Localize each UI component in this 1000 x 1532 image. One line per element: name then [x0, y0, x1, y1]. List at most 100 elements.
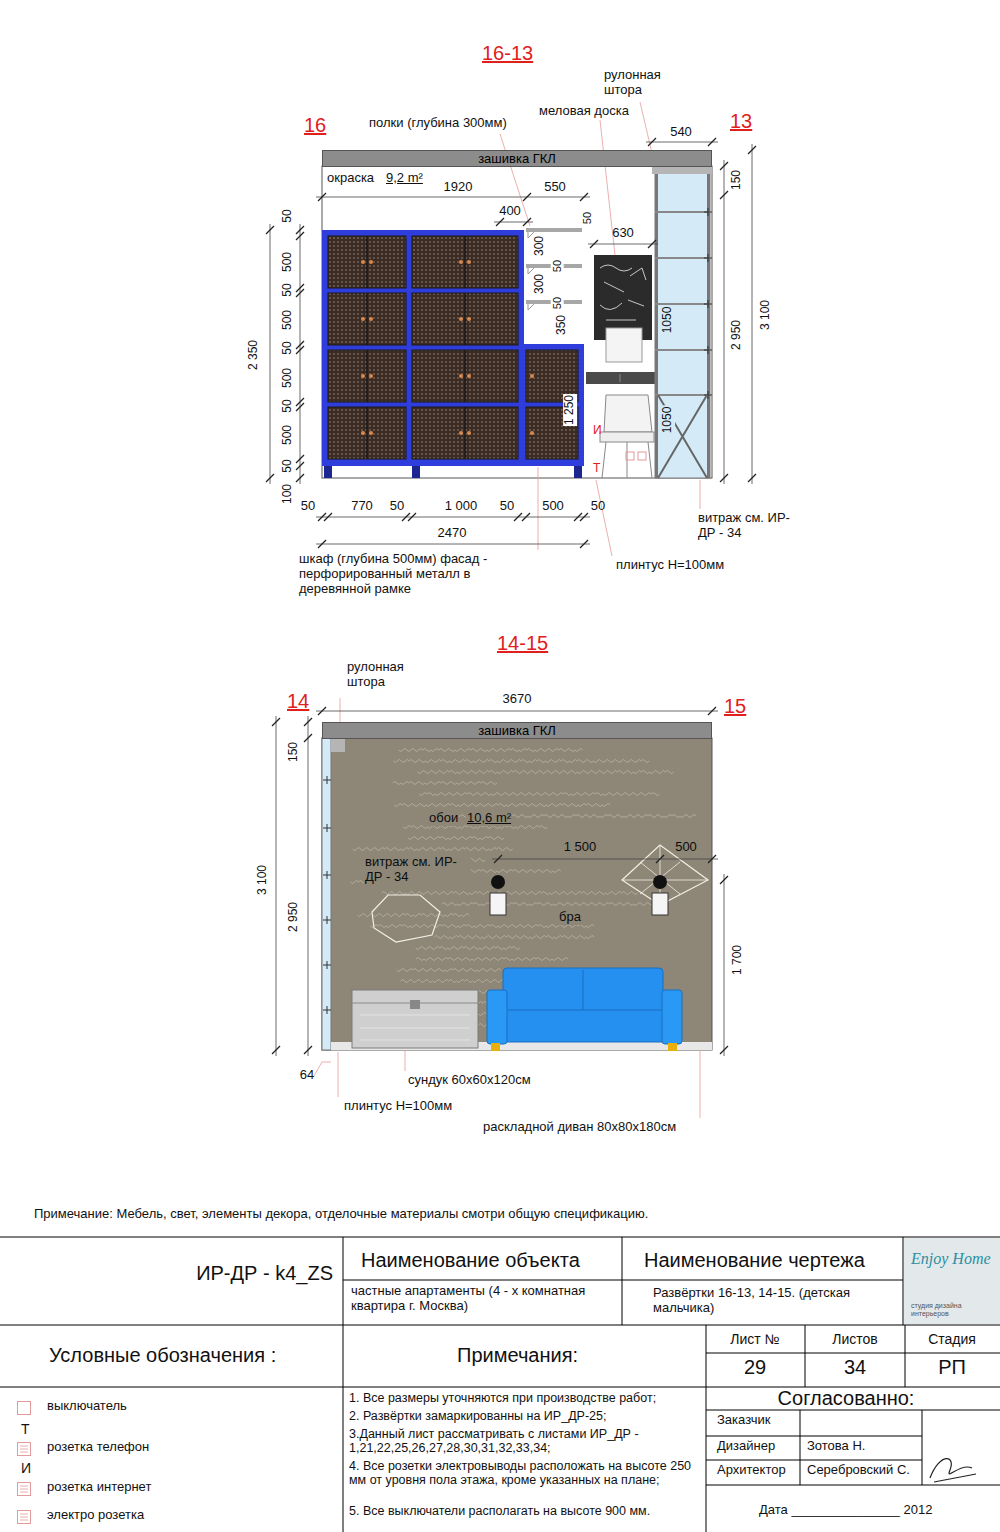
door-split	[464, 407, 466, 459]
door-knob	[467, 431, 471, 435]
table-header: Согласованно:	[777, 1387, 916, 1410]
table-cell: Архитектор	[716, 1463, 787, 1478]
note-item: 2. Развёртки замаркированны на ИР_ДР-25;	[348, 1409, 705, 1423]
dimension-tick	[296, 474, 304, 482]
dimension-value: 64	[299, 1068, 315, 1083]
wallpaper-script	[416, 947, 520, 950]
callout-label: плинтус Н=100мм	[615, 558, 725, 573]
wallpaper-script	[434, 936, 594, 939]
cabinet-leg	[324, 466, 332, 478]
table-cell: Дата _______________ 2012	[758, 1503, 933, 1518]
ceiling-band: зашивка ГКЛ	[322, 150, 712, 167]
wallpaper-script	[370, 925, 594, 928]
dimension-tick	[656, 855, 664, 863]
table-header: Примечания:	[456, 1344, 579, 1367]
dimension-value: 350	[555, 314, 569, 336]
axis-mark: 14	[286, 690, 310, 713]
dimension-value: 50	[499, 499, 515, 514]
window-mullion	[655, 349, 710, 351]
dimension-value: 500	[281, 424, 295, 446]
drawing-part	[706, 1410, 1000, 1411]
desk-top	[586, 372, 656, 384]
axis-mark: 16	[303, 114, 327, 137]
window-cross	[658, 395, 707, 478]
wallpaper-script	[403, 826, 547, 829]
dimension-value: 2 950	[287, 901, 301, 933]
note-item: 3.Данный лист рассматривать с листами ИР…	[348, 1427, 705, 1456]
dimension-tick	[296, 289, 304, 297]
dimension-tick	[496, 218, 504, 226]
chair-back	[604, 395, 652, 432]
door-split	[366, 350, 368, 402]
studio-logo: Enjoy Home	[910, 1250, 992, 1268]
window-mullion	[655, 394, 710, 396]
table-cell: частные апартаменты (4 - х комнатная ква…	[350, 1284, 617, 1314]
window-fixing	[704, 300, 712, 308]
dimension-value: 1 000	[444, 499, 479, 514]
note-item: 5. Все выключатели располагать на высоте…	[348, 1504, 705, 1518]
drawing-part	[338, 1052, 339, 1097]
drawing-part	[0, 1237, 1000, 1238]
dimension-tick	[708, 855, 716, 863]
dimension-value: 100	[281, 483, 295, 505]
dimension-value: 50	[281, 398, 295, 413]
door-knob	[530, 374, 534, 378]
dimension-value: 150	[730, 169, 744, 191]
dimension-value: 50	[581, 211, 594, 225]
dimension-line	[646, 142, 718, 143]
legend-symbol	[16, 1400, 32, 1416]
dimension-tick	[266, 226, 274, 234]
wallpaper-pattern	[350, 749, 696, 1027]
axis-mark: 15	[723, 695, 747, 718]
callout-label: меловая доска	[538, 104, 630, 119]
window-fixing	[323, 961, 331, 969]
dimension-line	[588, 244, 658, 245]
wallpaper-script	[419, 793, 659, 796]
dimension-tick	[648, 240, 656, 248]
shelf-bracket	[528, 304, 534, 310]
wallpaper-script	[418, 771, 674, 774]
legend-symbol	[16, 1481, 32, 1497]
drawing-part	[583, 970, 584, 1012]
door-knob	[467, 317, 471, 321]
drawing-part	[503, 968, 663, 1014]
dimension-value: 150	[287, 741, 301, 763]
dimension-value: 540	[669, 125, 693, 140]
wallpaper-script	[416, 958, 568, 961]
chalk-board	[594, 255, 652, 340]
door-knob	[459, 260, 463, 264]
perforated-door	[412, 236, 518, 288]
dimension-line	[308, 716, 309, 1056]
dimension-value: 50	[551, 259, 564, 273]
cabinet-leg	[574, 466, 582, 478]
wall-elevation	[322, 738, 712, 1050]
drawing-part	[700, 1050, 701, 1118]
window-mullion	[655, 257, 710, 259]
window-fixing	[323, 1006, 331, 1014]
dimension-tick	[523, 218, 531, 226]
dimension-value: 1 500	[563, 840, 598, 855]
window-fixing	[704, 254, 712, 262]
dimension-tick	[748, 146, 756, 154]
window-mullion	[655, 211, 710, 213]
note-item: 4. Все розетки электровыводы расположать…	[348, 1459, 705, 1488]
note-item: 1. Все размеры уточняются при производст…	[348, 1391, 705, 1405]
dimension-tick	[272, 718, 280, 726]
desk-drawer	[620, 374, 621, 382]
table-cell: Заказчик	[716, 1413, 771, 1428]
table-cell: Дизайнер	[716, 1439, 776, 1454]
drawing-part	[903, 1237, 904, 1325]
dimension-tick	[324, 513, 332, 521]
door-knob	[369, 431, 373, 435]
cabinet-leg	[412, 466, 420, 478]
legend-symbol	[16, 1441, 32, 1457]
door-knob	[361, 374, 365, 378]
dimension-value: 300	[533, 273, 547, 295]
dimension-tick	[318, 707, 326, 715]
dimension-tick	[296, 455, 304, 463]
drawing-part	[706, 1460, 922, 1461]
elevation-14-15	[322, 738, 712, 1051]
legend-text: электро розетка	[47, 1508, 144, 1523]
callout-label: плинтус Н=100мм	[343, 1099, 453, 1114]
outlet-mark: И	[592, 424, 603, 438]
